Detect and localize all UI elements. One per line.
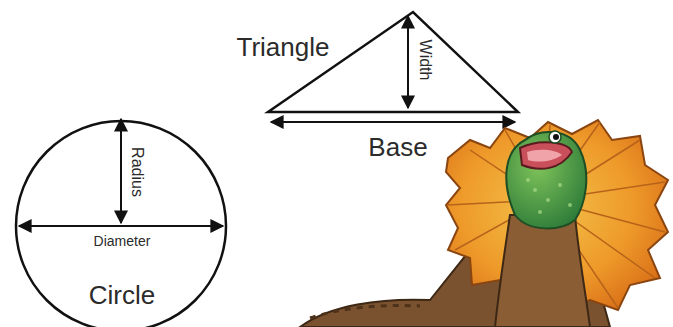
triangle-shape-outline [262, 6, 524, 118]
diameter-arrow [19, 225, 223, 227]
shape-title: Circle [89, 282, 155, 308]
triangle-shape: TriangleWidthBase [262, 6, 524, 118]
dimension-label: Base [368, 134, 427, 160]
radius-arrow [120, 119, 122, 223]
base-arrow [271, 121, 515, 123]
frilled-lizard [300, 120, 668, 327]
dimension-label: Radius [129, 147, 145, 197]
shape-title: Triangle [237, 34, 330, 60]
width-arrow [407, 16, 409, 108]
circle-outline [16, 121, 226, 327]
triangle-outline [268, 12, 518, 112]
circle-shape: RadiusDiameterCircle [15, 120, 227, 327]
dimension-label: Diameter [94, 234, 151, 248]
dimension-label: Width [417, 40, 433, 81]
